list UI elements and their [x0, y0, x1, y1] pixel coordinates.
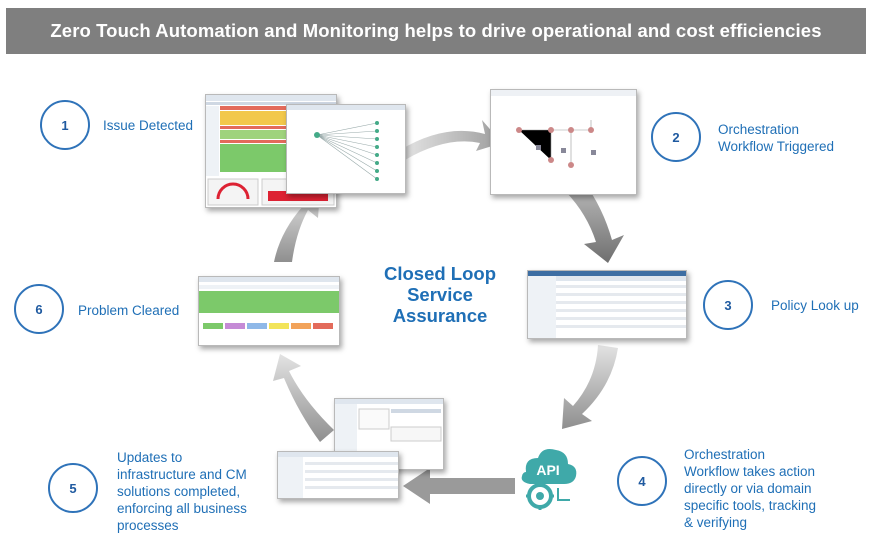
page-title: Zero Touch Automation and Monitoring hel…	[50, 20, 822, 41]
arrow-1-to-2	[400, 120, 502, 160]
step-3-label: Policy Look up	[771, 297, 859, 314]
step-1-number: 1	[40, 100, 90, 150]
step-6-label: Problem Cleared	[78, 302, 179, 319]
api-label: API	[536, 462, 560, 478]
api-cloud-gear-icon: API	[510, 440, 582, 512]
cm-tool-window-image	[278, 452, 398, 498]
step-6-label-line: Problem Cleared	[78, 303, 180, 318]
cleared-alarms-thumbnail	[198, 276, 340, 346]
step-4-label: Orchestration Workflow takes action dire…	[684, 446, 816, 531]
arrow-4-to-5	[403, 468, 515, 504]
step-4-label-line: Orchestration	[684, 447, 766, 462]
step-6-number: 6	[14, 284, 64, 334]
step-4-label-line: Workflow takes action	[684, 464, 816, 479]
center-title-line: Assurance	[392, 305, 488, 326]
step-4-label-line: directly or via domain	[684, 481, 812, 496]
policy-table-thumbnail	[527, 270, 687, 339]
topology-popup-image	[287, 105, 405, 181]
step-2-label-line: Workflow Triggered	[718, 139, 835, 154]
center-title-line: Service	[407, 284, 473, 305]
arrow-3-to-4	[562, 345, 618, 429]
step-5-label-line: solutions completed,	[117, 484, 241, 499]
center-title-line: Closed Loop	[383, 263, 497, 284]
step-5-label-line: processes	[117, 518, 179, 533]
cm-tool-window-thumbnail	[277, 451, 399, 499]
header-banner: Zero Touch Automation and Monitoring hel…	[6, 8, 866, 54]
workflow-designer-thumbnail	[490, 89, 637, 195]
step-3-label-line: Policy Look up	[771, 298, 859, 313]
step-5-number: 5	[48, 463, 98, 513]
step-5-label-line: enforcing all business	[117, 501, 247, 516]
arrow-2-to-3	[566, 182, 624, 263]
step-5-label: Updates to infrastructure and CM solutio…	[117, 449, 247, 534]
step-1-label-line: Issue Detected	[103, 118, 194, 133]
step-4-number: 4	[617, 456, 667, 506]
step-2-label: Orchestration Workflow Triggered	[718, 121, 834, 155]
step-2-number: 2	[651, 112, 701, 162]
center-title: Closed Loop Service Assurance	[360, 263, 520, 326]
step-1-label: Issue Detected	[103, 117, 193, 134]
policy-table-image	[528, 271, 686, 338]
arrow-6-to-1	[274, 190, 320, 262]
step-4-label-line: & verifying	[684, 515, 748, 530]
step-3-number: 3	[703, 280, 753, 330]
api-cloud-graphic	[521, 449, 577, 510]
step-4-label-line: specific tools, tracking	[684, 498, 817, 513]
step-5-label-line: infrastructure and CM	[117, 467, 247, 482]
cleared-alarms-image	[199, 277, 339, 329]
topology-popup-thumbnail	[286, 104, 406, 194]
arrow-5-to-6	[273, 354, 334, 442]
step-5-label-line: Updates to	[117, 450, 183, 465]
workflow-designer-image	[491, 90, 636, 168]
step-2-label-line: Orchestration	[718, 122, 800, 137]
